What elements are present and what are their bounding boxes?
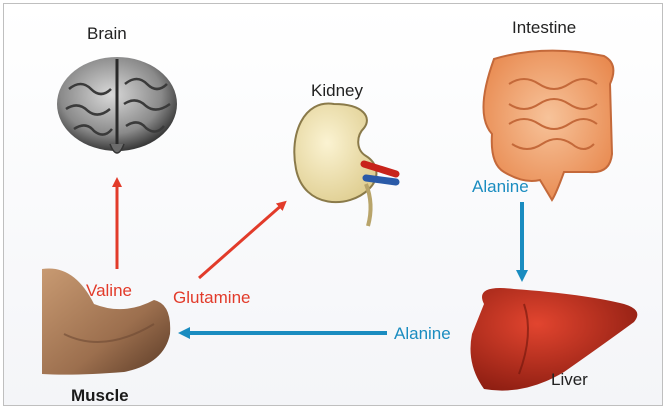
diagram-frame: Brain Kidney Intestine Liver Muscle Vali…	[3, 3, 663, 406]
diagram-canvas	[4, 4, 662, 405]
brain-label: Brain	[87, 25, 127, 42]
brain-illustration	[57, 57, 177, 153]
kidney-label: Kidney	[311, 82, 363, 99]
alanine-intestine-label: Alanine	[472, 178, 529, 195]
arrow-muscle-to-kidney	[199, 204, 283, 278]
muscle-label: Muscle	[71, 387, 129, 404]
glutamine-label: Glutamine	[173, 289, 250, 306]
intestine-label: Intestine	[512, 19, 576, 36]
liver-label: Liver	[551, 371, 588, 388]
alanine-liver-label: Alanine	[394, 325, 451, 342]
kidney-illustration	[294, 104, 396, 226]
valine-label: Valine	[86, 282, 132, 299]
